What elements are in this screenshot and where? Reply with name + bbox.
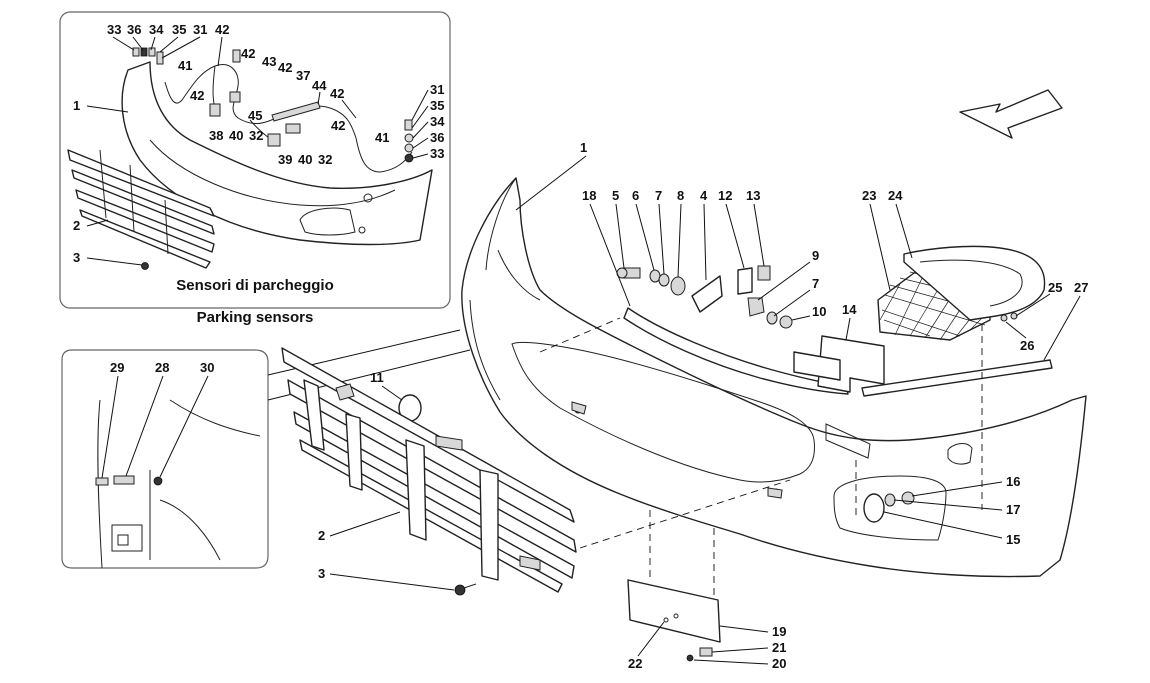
callout: 41: [178, 58, 192, 73]
callout: 14: [842, 302, 857, 317]
callout: 11: [370, 370, 384, 385]
inset-caption-english: Parking sensors: [197, 309, 314, 326]
inset-grille: [67, 149, 215, 269]
callout: 43: [262, 54, 276, 69]
callout: 5: [612, 188, 619, 203]
callout: 40: [229, 128, 243, 143]
main-bumper: [461, 177, 1087, 578]
inset-bumper: [121, 61, 433, 246]
callout: 38: [209, 128, 223, 143]
callout: 32: [318, 152, 332, 167]
inset-screw: [141, 262, 149, 270]
callout: 23: [862, 188, 876, 203]
callout: 34: [430, 114, 445, 129]
callout: 42: [241, 46, 255, 61]
callout: 4: [700, 188, 708, 203]
callout: 42: [330, 86, 344, 101]
callout: 3: [318, 566, 325, 581]
callout: 3: [73, 250, 80, 265]
callout: 19: [772, 624, 786, 639]
callout: 2: [73, 218, 80, 233]
callout: 12: [718, 188, 732, 203]
grille-screw: [454, 583, 477, 596]
callout: 26: [1020, 338, 1034, 353]
callout: 16: [1006, 474, 1020, 489]
callout: 35: [430, 98, 444, 113]
callout: 18: [582, 188, 596, 203]
inset-callouts: 33 36 34 35 31 42 42 43 42 41 37 44 42 4…: [73, 22, 445, 266]
callout: 39: [278, 152, 292, 167]
callout: 31: [193, 22, 207, 37]
callout: 25: [1048, 280, 1062, 295]
license-plate-bracket: [627, 579, 721, 662]
assembly-guide-lines: [539, 317, 983, 596]
callout: 24: [888, 188, 903, 203]
bracket-hardware: [616, 265, 1018, 329]
callout: 42: [215, 22, 229, 37]
main-grille: [281, 347, 577, 593]
lower-trim-strip: [861, 359, 1053, 397]
callout: 36: [127, 22, 141, 37]
callout: 44: [312, 78, 327, 93]
callout: 34: [149, 22, 164, 37]
callout: 7: [812, 276, 819, 291]
callout: 40: [298, 152, 312, 167]
callout: 45: [248, 108, 262, 123]
callout: 21: [772, 640, 786, 655]
main-callouts: 1 18 5 6 7 8 4 12 13 9 7 10 14 23 24 25 …: [318, 140, 1088, 671]
callout: 35: [172, 22, 186, 37]
callout: 29: [110, 360, 124, 375]
callout: 33: [430, 146, 444, 161]
callout: 1: [73, 98, 80, 113]
callout: 9: [812, 248, 819, 263]
callout: 28: [155, 360, 169, 375]
callout: 33: [107, 22, 121, 37]
callout: 36: [430, 130, 444, 145]
direction-arrow-icon: [959, 89, 1063, 139]
callout: 42: [331, 118, 345, 133]
parking-sensors-inset: 33 36 34 35 31 42 42 43 42 41 37 44 42 4…: [59, 11, 451, 326]
inset-caption-italian: Sensori di parcheggio: [176, 277, 334, 294]
callout: 41: [375, 130, 389, 145]
callout: 6: [632, 188, 639, 203]
callout: 30: [200, 360, 214, 375]
callout: 7: [655, 188, 662, 203]
callout: 31: [430, 82, 444, 97]
callout: 27: [1074, 280, 1088, 295]
callout: 42: [190, 88, 204, 103]
air-duct: [903, 245, 1046, 321]
callout: 1: [580, 140, 587, 155]
callout: 22: [628, 656, 642, 671]
callout: 17: [1006, 502, 1020, 517]
inset-harness: [132, 47, 414, 173]
callout: 37: [296, 68, 310, 83]
callout: 32: [249, 128, 263, 143]
callout: 15: [1006, 532, 1020, 547]
callout: 8: [677, 188, 684, 203]
callout: 2: [318, 528, 325, 543]
callout: 20: [772, 656, 786, 671]
callout: 42: [278, 60, 292, 75]
side-bracket: [793, 335, 885, 393]
callout: 10: [812, 304, 826, 319]
callout: 13: [746, 188, 760, 203]
